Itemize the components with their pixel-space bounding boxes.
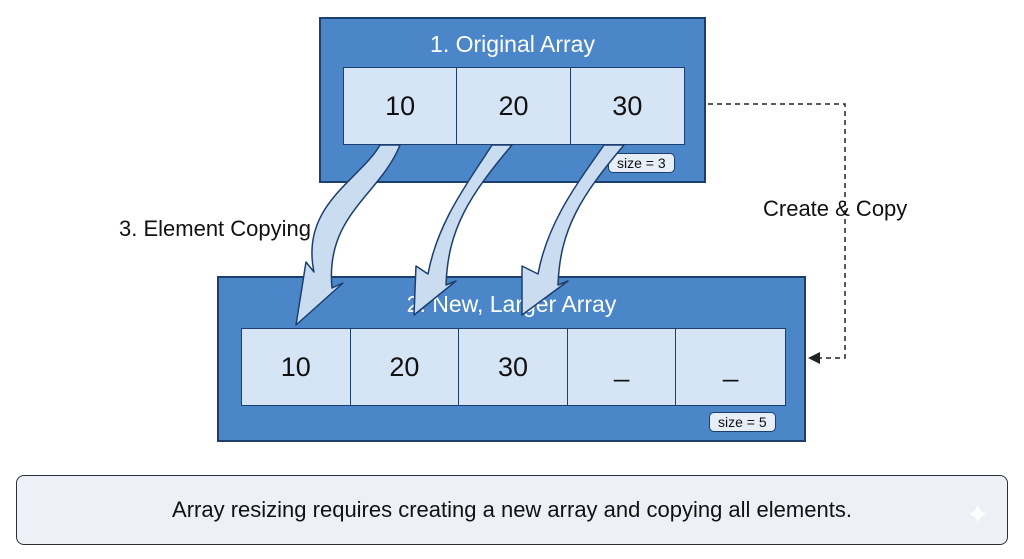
original-cell-1: 20 bbox=[457, 68, 571, 144]
new-array-cells: 10 20 30 _ _ bbox=[241, 328, 786, 406]
original-array-title: 1. Original Array bbox=[430, 31, 595, 57]
new-size-badge: size = 5 bbox=[709, 412, 776, 432]
create-copy-connector bbox=[708, 103, 846, 359]
original-cell-0: 10 bbox=[344, 68, 458, 144]
caption-text: Array resizing requires creating a new a… bbox=[172, 497, 852, 522]
new-cell-3: _ bbox=[567, 329, 677, 405]
new-cell-2: 30 bbox=[459, 329, 568, 405]
sparkle-icon: ✦ bbox=[966, 499, 990, 530]
copy-arrow-3 bbox=[521, 144, 625, 316]
original-array-cells: 10 20 30 bbox=[343, 67, 685, 145]
caption-box: Array resizing requires creating a new a… bbox=[16, 475, 1008, 545]
element-copying-label: 3. Element Copying bbox=[119, 216, 311, 241]
copy-arrow-2 bbox=[413, 144, 513, 316]
original-array-box: 1. Original Array 10 20 30 size = 3 bbox=[319, 17, 706, 183]
copy-arrow-1 bbox=[295, 144, 401, 326]
new-cell-1: 20 bbox=[350, 329, 460, 405]
original-cell-2: 30 bbox=[570, 68, 684, 144]
new-cell-4: _ bbox=[676, 329, 785, 405]
create-copy-label: Create & Copy bbox=[763, 196, 908, 221]
new-array-title: 2. New, Larger Array bbox=[406, 291, 617, 317]
new-cell-0: 10 bbox=[242, 329, 351, 405]
create-copy-arrowhead bbox=[808, 352, 820, 364]
